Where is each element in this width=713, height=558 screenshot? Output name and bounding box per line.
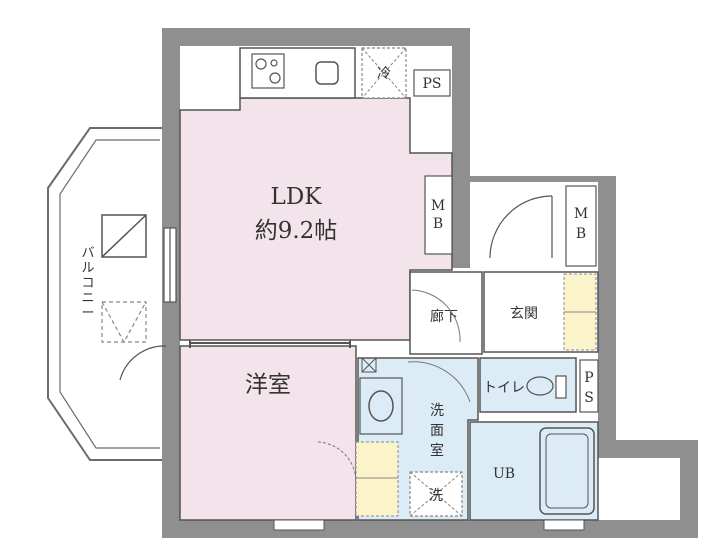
outdoor-unit-icon bbox=[101, 214, 147, 258]
corridor-floor bbox=[409, 271, 483, 355]
svg-text:室: 室 bbox=[430, 442, 444, 459]
corridor-door-swing bbox=[411, 289, 461, 343]
mb-right-label-m: M bbox=[574, 206, 588, 222]
meter-box-right: M B bbox=[565, 185, 597, 267]
vent-box bbox=[361, 357, 377, 373]
bedroom-window bbox=[273, 519, 325, 531]
corridor-label: 廊下 bbox=[430, 308, 458, 325]
svg-text:面: 面 bbox=[430, 423, 444, 439]
kitchen-counter bbox=[239, 47, 356, 99]
ldk-name: LDK bbox=[271, 184, 323, 210]
bath-window bbox=[543, 519, 585, 531]
ps-top-label: PS bbox=[422, 76, 441, 92]
vanity bbox=[359, 377, 403, 435]
mb-left-label-b: B bbox=[433, 216, 443, 232]
svg-text:バ: バ bbox=[81, 246, 94, 261]
washer-label: 洗 bbox=[429, 488, 443, 504]
mb-right-label-b: B bbox=[576, 226, 586, 242]
exterior-walls bbox=[162, 28, 698, 538]
ldk-floor bbox=[179, 97, 453, 341]
pipe-space-right: P S bbox=[579, 359, 599, 413]
washbasin-icon bbox=[368, 390, 394, 422]
balcony-door-swing bbox=[119, 345, 167, 381]
bedroom-floor bbox=[179, 345, 357, 521]
toilet-label: トイレ bbox=[483, 380, 525, 396]
entrance-label: 玄関 bbox=[510, 305, 538, 322]
entrance-door bbox=[489, 195, 553, 259]
ps-right-label-s: S bbox=[584, 390, 594, 406]
toilet-bowl-icon bbox=[526, 375, 567, 399]
svg-text:ニ: ニ bbox=[81, 291, 94, 306]
sliding-window-icon bbox=[163, 227, 177, 303]
bath-floor bbox=[469, 421, 599, 521]
bedroom-closet bbox=[355, 441, 399, 517]
pipe-space-top: PS bbox=[413, 69, 451, 97]
meter-box-left: M B bbox=[424, 175, 453, 255]
balcony bbox=[47, 127, 165, 461]
fridge-space: 冷 bbox=[361, 47, 407, 99]
bedroom-door-swing bbox=[317, 441, 357, 483]
fridge-label: 冷 bbox=[377, 66, 391, 82]
outdoor-unit-icon bbox=[101, 301, 147, 344]
ldk-area: 約9.2帖 bbox=[255, 218, 338, 244]
washroom-label: 洗 面 室 bbox=[430, 403, 444, 459]
bathtub-icon bbox=[539, 427, 595, 515]
svg-text:コ: コ bbox=[81, 276, 94, 291]
washroom-door-swing bbox=[407, 361, 471, 403]
washer-space: 洗 bbox=[409, 471, 463, 517]
bedroom-label: 洋室 bbox=[245, 372, 291, 398]
balcony-label: バ ル コ ニ ー bbox=[81, 246, 94, 321]
svg-text:ル: ル bbox=[81, 261, 94, 276]
svg-text:ー: ー bbox=[81, 306, 94, 321]
bath-label: UB bbox=[493, 466, 515, 482]
svg-text:洗: 洗 bbox=[430, 403, 444, 419]
mb-left-label-m: M bbox=[431, 198, 445, 214]
stove-icon bbox=[255, 58, 281, 84]
ps-right-label-p: P bbox=[584, 370, 593, 386]
sink-icon bbox=[315, 61, 339, 85]
